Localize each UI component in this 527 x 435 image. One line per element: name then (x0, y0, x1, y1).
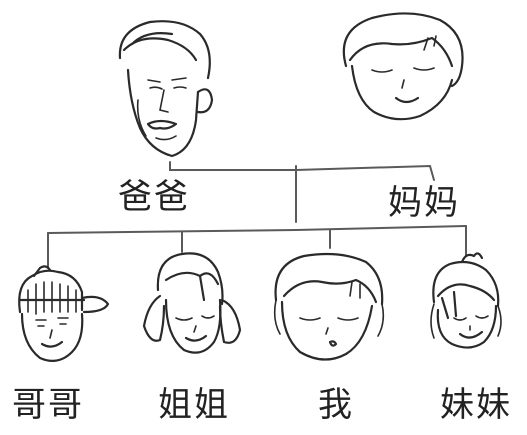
me-portrait (273, 252, 385, 361)
label-younger-sister: 妹妹 (440, 385, 512, 425)
elder-brother-portrait (18, 265, 110, 363)
father-portrait (118, 20, 214, 158)
elder-sister-portrait (142, 252, 242, 354)
connector-lines (47, 161, 467, 269)
younger-sister-portrait (430, 252, 502, 349)
label-mother: 妈妈 (388, 183, 460, 223)
label-me: 我 (318, 385, 354, 425)
mother-portrait (342, 12, 464, 121)
label-elder-sister: 姐姐 (158, 385, 230, 425)
label-elder-brother: 哥哥 (12, 385, 84, 425)
parents-bar (169, 161, 435, 181)
children-bar (47, 225, 467, 234)
label-father: 爸爸 (118, 177, 190, 217)
